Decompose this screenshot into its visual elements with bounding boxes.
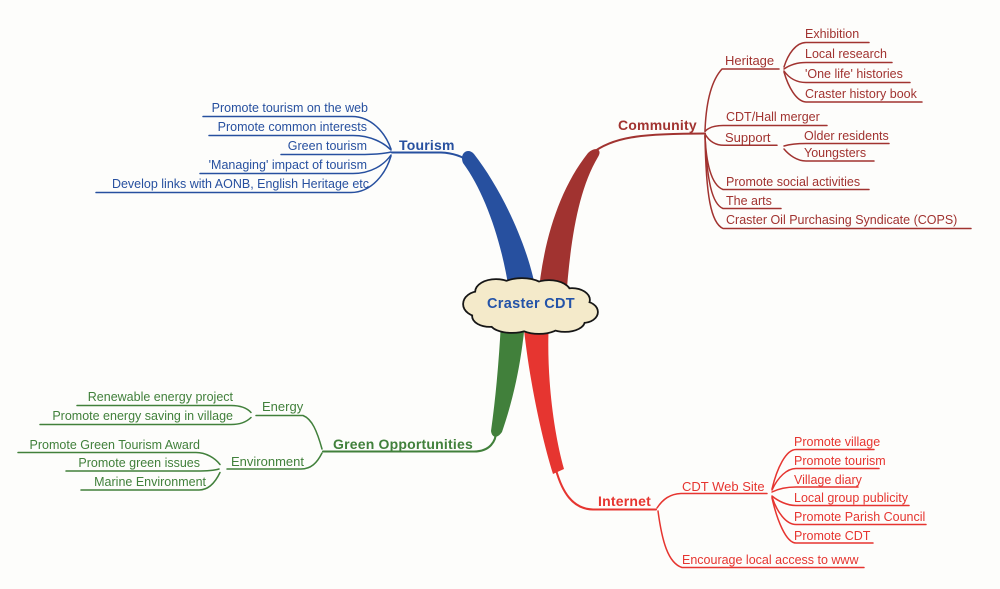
branch-green-opportunities-label: Green Opportunities <box>333 436 473 452</box>
node-promote-parish-council: Promote Parish Council <box>794 510 926 524</box>
node-one-life-histories: 'One life' histories <box>805 67 903 81</box>
node-exhibition: Exhibition <box>805 27 860 41</box>
tourism-branch-lines <box>95 115 392 194</box>
green-branch-lines <box>17 404 323 491</box>
branch-tourism-label: Tourism <box>399 137 455 153</box>
node-promote-village: Promote village <box>794 435 881 449</box>
green-branch <box>321 322 525 453</box>
node-encourage-local-access: Encourage local access to www <box>682 553 859 567</box>
node-local-group-publicity: Local group publicity <box>794 491 908 505</box>
node-older-residents: Older residents <box>804 128 889 143</box>
node-the-arts: The arts <box>726 193 772 208</box>
community-branch-lines <box>704 41 972 230</box>
node-youngsters: Youngsters <box>804 146 867 160</box>
node-green-tourism: Green tourism <box>287 139 367 153</box>
node-local-research: Local research <box>805 47 887 61</box>
node-craster-history-book: Craster history book <box>805 86 917 101</box>
branch-internet-label: Internet <box>598 492 651 509</box>
node-managing-impact-of-tourism: 'Managing' impact of tourism <box>208 158 367 172</box>
node-promote-common-interests: Promote common interests <box>217 120 367 134</box>
node-support: Support <box>725 129 771 145</box>
node-heritage: Heritage <box>725 53 775 68</box>
community-branch <box>538 132 707 300</box>
center-topic: Craster CDT <box>487 296 575 312</box>
node-promote-green-tourism-award: Promote Green Tourism Award <box>29 438 200 452</box>
node-promote-tourism: Promote tourism <box>794 454 886 468</box>
node-environment: Environment <box>231 454 304 469</box>
internet-branch <box>523 320 658 511</box>
node-cdt-web-site: CDT Web Site <box>682 478 765 494</box>
node-cdt-hall-merger: CDT/Hall merger <box>726 110 820 124</box>
node-marine-environment: Marine Environment <box>94 475 206 489</box>
node-promote-tourism-on-the-web: Promote tourism on the web <box>211 101 368 115</box>
node-promote-green-issues: Promote green issues <box>78 456 200 470</box>
node-craster-oil-purchasing-syndicate: Craster Oil Purchasing Syndicate (COPS) <box>726 213 958 227</box>
node-promote-energy-saving: Promote energy saving in village <box>52 409 233 423</box>
node-develop-links-aonb: Develop links with AONB, English Heritag… <box>111 177 369 191</box>
node-promote-social-activities: Promote social activities <box>726 174 861 189</box>
node-renewable-energy-project: Renewable energy project <box>87 390 233 404</box>
internet-branch-lines <box>656 448 927 569</box>
branch-community-label: Community <box>618 117 697 133</box>
node-energy: Energy <box>262 399 304 414</box>
center-cloud <box>462 277 599 335</box>
tourism-branch <box>390 150 537 297</box>
node-promote-cdt: Promote CDT <box>794 528 871 543</box>
node-village-diary: Village diary <box>794 472 862 487</box>
